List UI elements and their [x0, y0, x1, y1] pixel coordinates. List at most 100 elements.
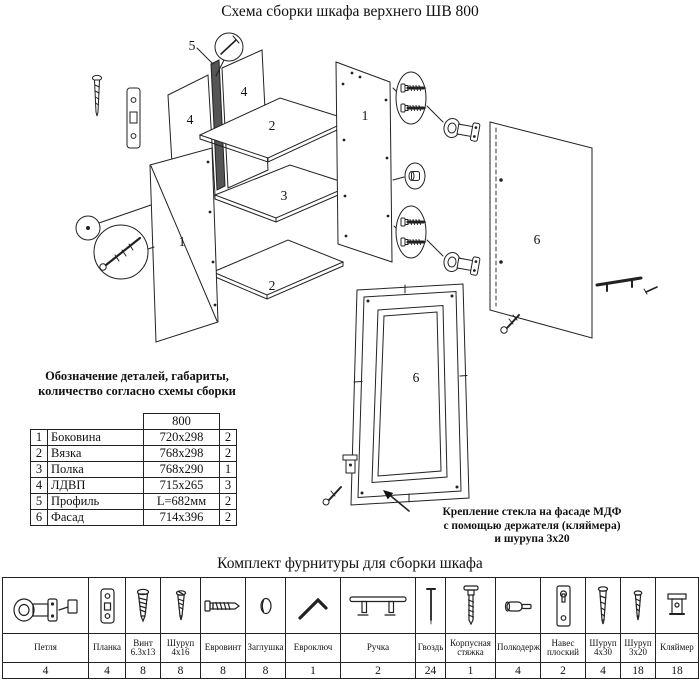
part-qty: 2 [219, 509, 237, 526]
flat-hanger-icon [540, 577, 586, 634]
part-label-back-left: 4 [187, 112, 194, 127]
part-label-profile: 5 [189, 38, 196, 53]
table-row: 5 Профиль L=682мм 2 [30, 493, 237, 510]
hardware-qty: 1 [445, 662, 496, 679]
confirmat-callout-bottom [393, 205, 428, 259]
nail-callout-circle [214, 32, 244, 77]
part-label-side-left: 1 [179, 234, 186, 249]
parts-note: Обозначение деталей, габариты, количеств… [38, 369, 236, 398]
nail-icon [415, 577, 446, 634]
screw-icon [500, 314, 520, 334]
glass-note: Крепление стекла на фасаде МДФ с помощью… [442, 506, 622, 545]
hardware-label: Шуруп 4х16 [160, 633, 201, 663]
bottom-rail-panel: 2 [211, 239, 345, 300]
handle-icon [595, 276, 658, 295]
hardware-qty: 1 [285, 662, 341, 679]
parts-table: 800 1 Боковина 720х298 2 2 Вязка 768х298… [30, 413, 237, 526]
left-side-panel: 1 [149, 147, 219, 343]
hardware-qty: 4 [495, 662, 541, 679]
hardware-qty: 8 [125, 662, 161, 679]
part-name: Боковина [47, 429, 144, 446]
screw-3x20-icon [620, 577, 656, 634]
table-row: 2 Вязка 768х298 2 [30, 445, 237, 462]
size-header: 800 [143, 413, 220, 430]
glass-clip-icon [655, 577, 699, 634]
profile-label: 5 [189, 38, 214, 65]
wood-screw-icon [160, 577, 201, 634]
callout-line [426, 105, 444, 123]
part-qty: 2 [219, 429, 237, 446]
part-label-side-right: 1 [362, 108, 369, 123]
hardware-qty: 18 [655, 662, 699, 679]
part-name: Полка [47, 461, 144, 478]
screw-icon [322, 486, 342, 506]
part-qty: 2 [219, 445, 237, 462]
hardware-label: Ручка [340, 633, 416, 663]
callout-line [426, 239, 444, 257]
hardware-qty: 24 [415, 662, 446, 679]
part-number: 2 [30, 445, 48, 462]
part-size: 715х265 [143, 477, 220, 494]
hardware-qty-row: 4 4 8 8 8 8 1 2 24 1 4 2 4 18 18 [2, 662, 699, 679]
cap-icon [245, 577, 286, 634]
screw-icon [92, 74, 102, 117]
hardware-label: Заглушка [245, 633, 286, 663]
hardware-label: Винт 6.3х13 [125, 633, 161, 663]
right-side-panel: 1 [335, 61, 393, 263]
mounting-plate-icon [88, 577, 126, 634]
part-label-shelf: 3 [281, 188, 288, 203]
hardware-label: Шуруп 3х20 [620, 633, 656, 663]
hardware-icons-row [2, 577, 699, 634]
hardware-qty: 18 [620, 662, 656, 679]
part-number: 6 [30, 509, 48, 526]
hardware-label: Планка [88, 633, 126, 663]
hinge-screw-icon [125, 577, 161, 634]
hardware-label: Корпусная стяжка [445, 633, 496, 663]
hardware-label: Кляймер [655, 633, 699, 663]
hardware-label: Петля [2, 633, 89, 663]
hardware-label: Евроключ [285, 633, 341, 663]
pointer-arrow [383, 490, 410, 512]
part-qty: 1 [219, 461, 237, 478]
part-label-back-right: 4 [241, 84, 248, 99]
hinge-icon [441, 250, 481, 277]
hardware-qty: 2 [340, 662, 416, 679]
hardware-qty: 4 [2, 662, 89, 679]
part-size: 720х298 [143, 429, 220, 446]
handle-icon [340, 577, 416, 634]
part-label-bottom: 2 [269, 278, 276, 293]
hardware-qty: 4 [88, 662, 126, 679]
bolt-callout-circle [75, 204, 155, 280]
hardware-title: Комплект фурнитуры для сборки шкафа [217, 555, 483, 572]
hardware-qty: 2 [540, 662, 586, 679]
screw-4x30-icon [585, 577, 621, 634]
confirmat-callout-top [392, 71, 428, 125]
profile-strip [210, 59, 226, 191]
part-size: 714х396 [143, 509, 220, 526]
connecting-bolt-icon [445, 577, 496, 634]
hardware-qty: 8 [245, 662, 286, 679]
table-row: 6 Фасад 714х396 2 [30, 509, 237, 526]
confirmat-screw-icon [200, 577, 246, 634]
table-row: 1 Боковина 720х298 2 [30, 429, 237, 446]
part-name: Профиль [47, 493, 144, 510]
part-number: 4 [30, 477, 48, 494]
facade-panel: 6 [489, 121, 593, 339]
hex-key-icon [285, 577, 341, 634]
hardware-label: Гвоздь [415, 633, 446, 663]
page-title: Схема сборки шкафа верхнего ШВ 800 [221, 3, 479, 20]
hardware-qty: 8 [200, 662, 246, 679]
part-name: ЛДВП [47, 477, 144, 494]
hardware-qty: 8 [160, 662, 201, 679]
table-header-row: 800 [31, 413, 237, 430]
part-number: 1 [30, 429, 48, 446]
part-number: 5 [30, 493, 48, 510]
hinge-icon [441, 116, 481, 143]
part-size: L=682мм [143, 493, 220, 510]
hardware-label: Шуруп 4х30 [585, 633, 621, 663]
part-name: Фасад [47, 509, 144, 526]
hardware-labels-row: Петля Планка Винт 6.3х13 Шуруп 4х16 Евро… [2, 633, 699, 663]
shelf-pin-icon [495, 577, 541, 634]
table-row: 4 ЛДВП 715х265 3 [30, 477, 237, 494]
